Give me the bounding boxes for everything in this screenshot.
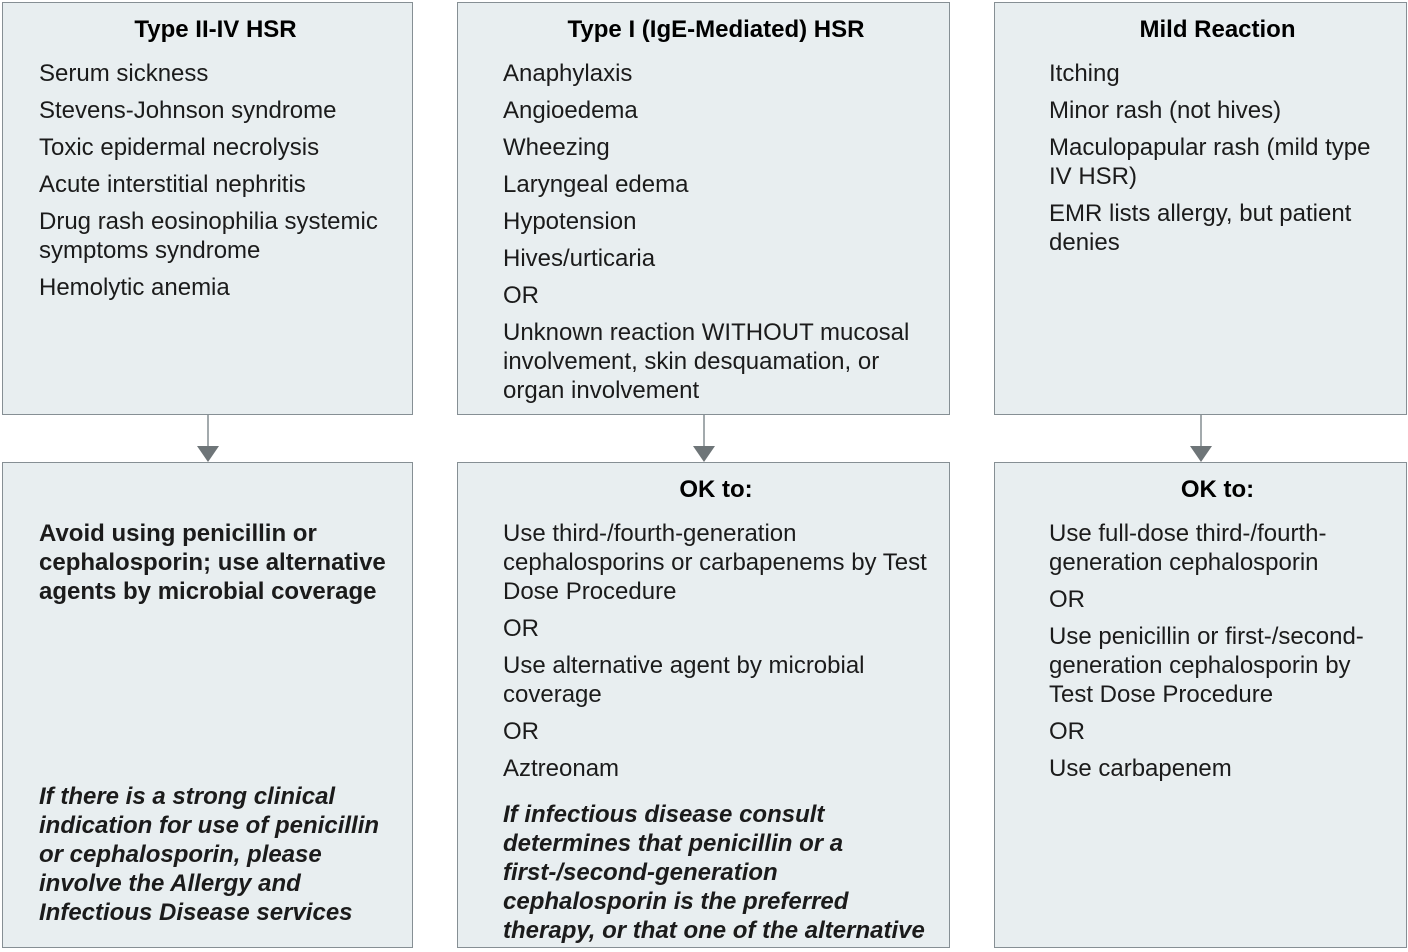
list-item: OR bbox=[503, 718, 539, 745]
list-item: Serum sickness bbox=[39, 60, 209, 87]
arrow-down-icon bbox=[1189, 446, 1212, 462]
list-item: Hives/urticaria bbox=[503, 245, 656, 272]
list-item: OR bbox=[1049, 718, 1085, 745]
list-item: Unknown reaction WITHOUT mucosal involve… bbox=[503, 319, 910, 404]
list-item: Stevens-Johnson syndrome bbox=[39, 97, 337, 124]
box-avoid-penicillin: Avoid using penicillin or cephalosporin;… bbox=[2, 462, 413, 948]
list-item: Wheezing bbox=[503, 134, 610, 161]
list-item: Use third-/fourth-generation cephalospor… bbox=[503, 520, 927, 605]
list-item: Use penicillin or first-/second-generati… bbox=[1049, 623, 1364, 708]
italic-note: If there is a strong clinical indication… bbox=[39, 783, 380, 926]
box-title: OK to: bbox=[1180, 476, 1255, 503]
recommendation-list: Use third-/fourth-generation cephalospor… bbox=[503, 519, 929, 791]
list-item: Anaphylaxis bbox=[503, 60, 633, 87]
list-item: Use alternative agent by microbial cover… bbox=[503, 652, 865, 708]
list-item: Laryngeal edema bbox=[503, 171, 689, 198]
list-item: OR bbox=[1049, 586, 1085, 613]
list-item: Toxic epidermal necrolysis bbox=[39, 134, 320, 161]
list-item: Itching bbox=[1049, 60, 1120, 87]
recommendation-text: Avoid using penicillin or cephalosporin;… bbox=[39, 520, 386, 605]
box-ok-to-type1: OK to: Use third-/fourth-generation ceph… bbox=[457, 462, 950, 948]
list-item: Use full-dose third-/fourth-generation c… bbox=[1049, 520, 1327, 576]
arrow-down-icon bbox=[196, 446, 219, 462]
list-item: Angioedema bbox=[503, 97, 638, 124]
arrow-down-icon bbox=[692, 446, 715, 462]
italic-note: If infectious disease consult determines… bbox=[503, 801, 925, 947]
list-item: Use carbapenem bbox=[1049, 755, 1232, 782]
box-title: Mild Reaction bbox=[1139, 16, 1296, 43]
list-item: OR bbox=[503, 615, 539, 642]
arrow-line bbox=[1199, 415, 1202, 446]
box-title: Type II-IV HSR bbox=[134, 16, 297, 43]
box-ok-to-mild: OK to: Use full-dose third-/fourth-gener… bbox=[994, 462, 1407, 948]
list-item: Acute interstitial nephritis bbox=[39, 171, 306, 198]
arrow-line bbox=[206, 415, 209, 446]
list-item: Hypotension bbox=[503, 208, 637, 235]
box-title: OK to: bbox=[679, 476, 753, 503]
flow-arrow-right bbox=[994, 415, 1407, 462]
list-item: Hemolytic anemia bbox=[39, 274, 230, 301]
arrow-line bbox=[702, 415, 705, 446]
list-item: Drug rash eosinophilia systemic symptoms… bbox=[39, 208, 378, 264]
list-item: Maculopapular rash (mild type IV HSR) bbox=[1049, 134, 1371, 190]
list-item: Minor rash (not hives) bbox=[1049, 97, 1282, 124]
list-item: EMR lists allergy, but patient denies bbox=[1049, 200, 1352, 256]
recommendation-list: Use full-dose third-/fourth-generation c… bbox=[1049, 519, 1386, 791]
list-item: OR bbox=[503, 282, 539, 309]
flow-arrow-middle bbox=[457, 415, 950, 462]
flow-arrow-left bbox=[2, 415, 413, 462]
box-title: Type I (IgE-Mediated) HSR bbox=[567, 16, 865, 43]
list-item: Aztreonam bbox=[503, 755, 620, 782]
